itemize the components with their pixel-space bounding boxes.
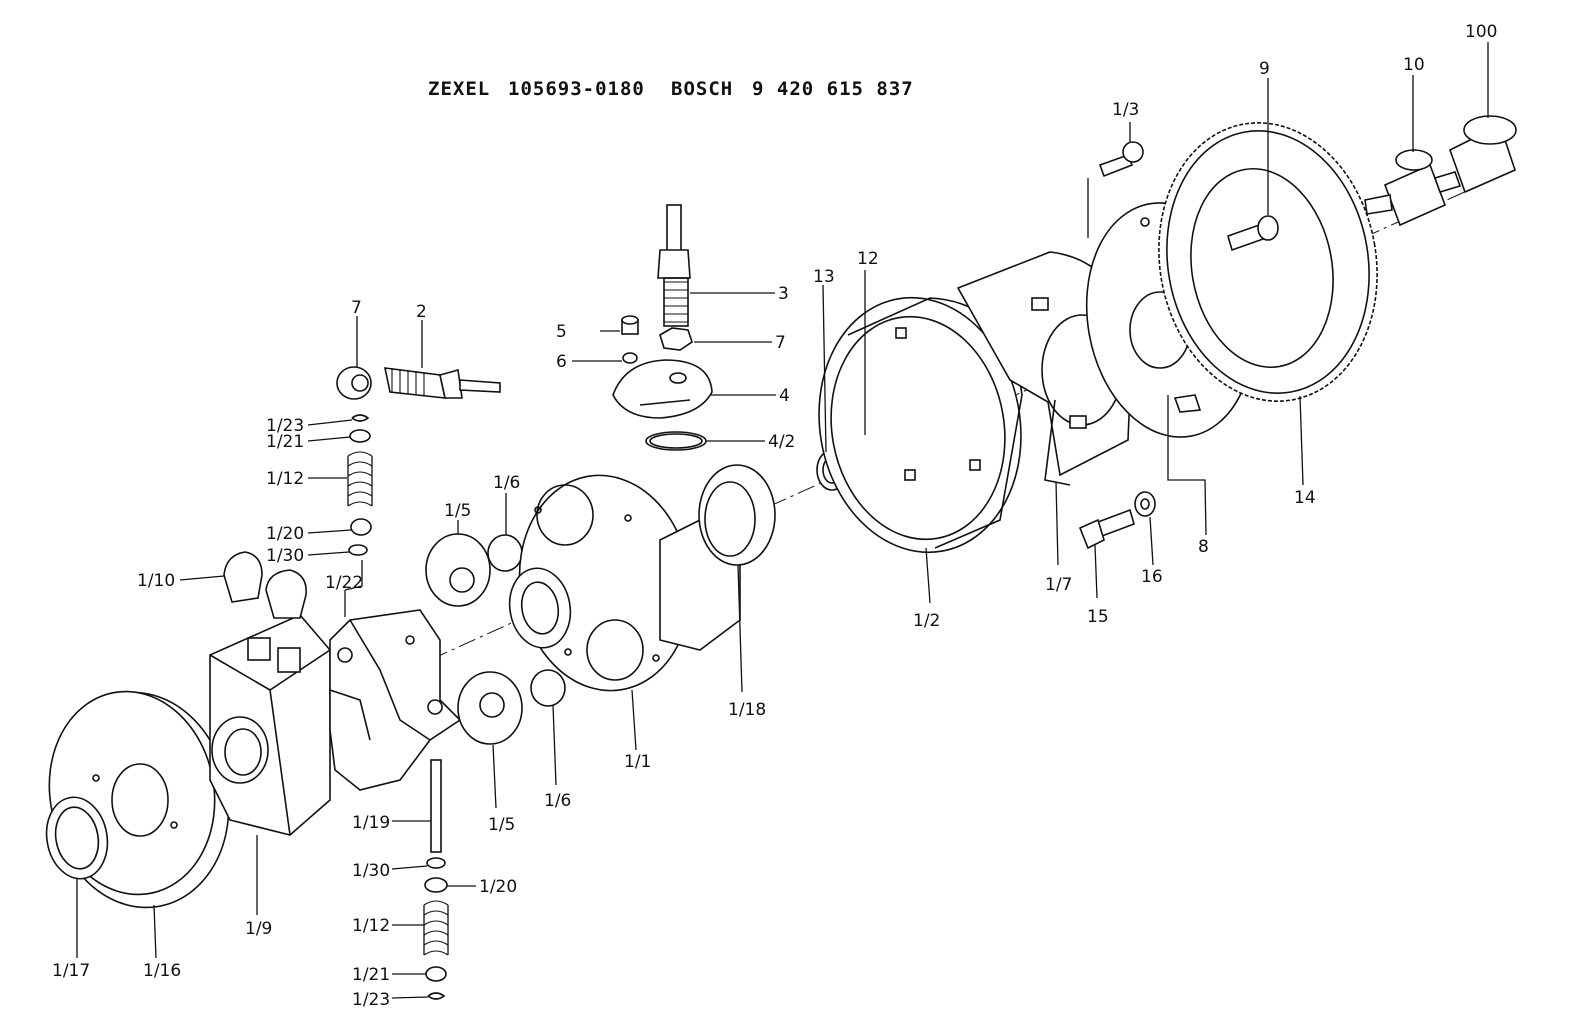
label-5: 5	[556, 322, 567, 342]
label-1-6-upper: 1/6	[493, 473, 520, 493]
part-threaded-100	[1433, 115, 1517, 194]
label-1-20-bottom: 1/20	[479, 877, 517, 897]
part-pin-1-6-lower	[530, 669, 566, 707]
label-1-12-bottom: 1/12	[352, 916, 390, 936]
part-drum-1-2	[818, 296, 1023, 554]
part-lever-1-22	[329, 609, 462, 791]
label-16: 16	[1141, 567, 1163, 587]
label-1-12-top: 1/12	[266, 469, 304, 489]
label-1-23-top: 1/23	[266, 416, 304, 436]
part-block-1-9	[209, 614, 331, 836]
part-nut-7-mid	[659, 327, 693, 351]
label-1-16: 1/16	[143, 961, 181, 981]
label-1-23-bottom: 1/23	[352, 990, 390, 1010]
part-screw-9	[1227, 215, 1279, 252]
label-1-21-top: 1/21	[266, 432, 304, 452]
label-1-18: 1/18	[728, 700, 766, 720]
label-1-21-bottom: 1/21	[352, 965, 390, 985]
label-15: 15	[1087, 607, 1109, 627]
label-1-20-top: 1/20	[266, 524, 304, 544]
leader-lines	[76, 42, 1489, 999]
label-8: 8	[1198, 537, 1209, 557]
label-7-left: 7	[351, 298, 362, 318]
label-1-19: 1/19	[352, 813, 390, 833]
part-lower-spring-stack	[423, 759, 449, 1000]
brand-zexel: ZEXEL	[428, 78, 490, 100]
label-4-2: 4/2	[768, 432, 795, 452]
brand-bosch: BOSCH	[671, 78, 733, 100]
label-12: 12	[857, 249, 879, 269]
part-washer-16	[1134, 491, 1156, 517]
part-upper-spring-stack	[347, 414, 373, 556]
label-1-22: 1/22	[325, 573, 363, 593]
part-oring-4-2	[645, 431, 707, 451]
label-3: 3	[778, 284, 789, 304]
label-6: 6	[556, 352, 567, 372]
label-1-10: 1/10	[137, 571, 175, 591]
part-screw-2	[383, 367, 501, 399]
part-screw-5	[621, 315, 639, 335]
part-seal-1-18	[698, 464, 776, 566]
part-nut-7-left	[336, 366, 372, 400]
label-1-7: 1/7	[1045, 575, 1072, 595]
label-9: 9	[1259, 59, 1270, 79]
label-1-30-bottom: 1/30	[352, 861, 390, 881]
part-number-zexel: 105693-0180	[508, 78, 645, 100]
label-10: 10	[1403, 55, 1425, 75]
label-1-9: 1/9	[245, 919, 272, 939]
part-screw-1-3	[1098, 141, 1144, 178]
label-4: 4	[779, 386, 790, 406]
label-1-5-upper: 1/5	[444, 501, 471, 521]
label-14: 14	[1294, 488, 1316, 508]
label-1-5-lower: 1/5	[488, 815, 515, 835]
part-roller-1-5-upper	[425, 533, 491, 607]
part-flange-1-1	[508, 474, 741, 692]
part-gear-14	[1158, 122, 1378, 402]
part-ring-1-17	[45, 796, 109, 880]
part-threaded-10	[1364, 149, 1447, 227]
part-screw-3	[657, 204, 691, 327]
label-1-1: 1/1	[624, 752, 651, 772]
label-1-30-top: 1/30	[266, 546, 304, 566]
part-washer-6	[622, 352, 638, 364]
part-pin-1-6-upper	[487, 534, 523, 572]
label-1-2: 1/2	[913, 611, 940, 631]
part-bolt-15	[1078, 508, 1135, 550]
label-1-3: 1/3	[1112, 100, 1139, 120]
part-plate-4	[612, 359, 713, 419]
part-shoes-1-10	[223, 551, 307, 619]
part-labels: 100 10 9 1/3 3 12 13 2 7 5 6 7 4 4/2 1/2…	[52, 22, 1497, 1010]
label-13: 13	[813, 267, 835, 287]
label-7-mid: 7	[775, 333, 786, 353]
header-title: ZEXEL 105693-0180 BOSCH 9 420 615 837	[428, 78, 914, 100]
label-2: 2	[416, 302, 427, 322]
label-100: 100	[1465, 22, 1497, 42]
part-number-bosch: 9 420 615 837	[752, 78, 914, 100]
label-1-17: 1/17	[52, 961, 90, 981]
label-1-6-lower: 1/6	[544, 791, 571, 811]
part-roller-1-5-lower	[457, 671, 523, 745]
